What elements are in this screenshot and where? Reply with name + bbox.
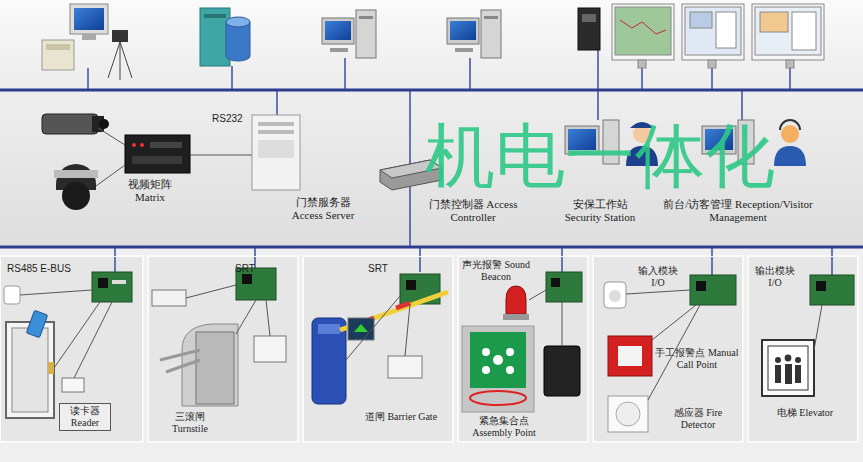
device-label: 门禁控制器 Access Controller bbox=[426, 198, 520, 224]
device-caption: 读卡器 Reader bbox=[59, 403, 111, 431]
device-caption: 输入模块 I/O bbox=[636, 265, 680, 289]
port-label: RS232 bbox=[212, 112, 243, 125]
device-caption: RS485 E-BUS bbox=[7, 263, 71, 275]
device-caption: 感应器 Fire Detector bbox=[656, 407, 740, 431]
device-caption: 电梯 Elevator bbox=[775, 407, 835, 419]
device-caption: SRT bbox=[235, 263, 255, 275]
device-panel: 声光报警 Sound Beacon 紧急集合点 Assembly Point bbox=[458, 256, 588, 442]
device-caption: 道闸 Barrier Gate bbox=[364, 411, 438, 423]
device-label: 视频矩阵 Matrix bbox=[118, 178, 182, 204]
device-label: 门禁服务器 Access Server bbox=[282, 196, 364, 222]
device-caption: 手工报警点 Manual Call Point bbox=[654, 347, 740, 371]
device-label: 安保工作站 Security Station bbox=[554, 198, 646, 224]
device-panel: SRT 三滚闸 Turnstile bbox=[148, 256, 298, 442]
device-panel: 输入模块 I/O 手工报警点 Manual Call Point 感应器 Fire … bbox=[593, 256, 743, 442]
device-panel: SRT 道闸 Barrier Gate bbox=[303, 256, 453, 442]
device-panel: 输出模块 I/O 电梯 Elevator bbox=[748, 256, 858, 442]
device-label: 前台/访客管理 Reception/Visitor Management bbox=[660, 198, 816, 224]
device-caption: 输出模块 I/O bbox=[753, 265, 797, 289]
device-caption: SRT bbox=[368, 263, 388, 275]
device-caption: 声光报警 Sound Beacon bbox=[461, 259, 531, 283]
device-panel: RS485 E-BUS 读卡器 Reader bbox=[0, 256, 143, 442]
watermark: 机电一体化 bbox=[425, 120, 775, 192]
device-caption: 紧急集合点 Assembly Point bbox=[461, 415, 547, 439]
device-caption: 三滚闸 Turnstile bbox=[161, 411, 219, 435]
